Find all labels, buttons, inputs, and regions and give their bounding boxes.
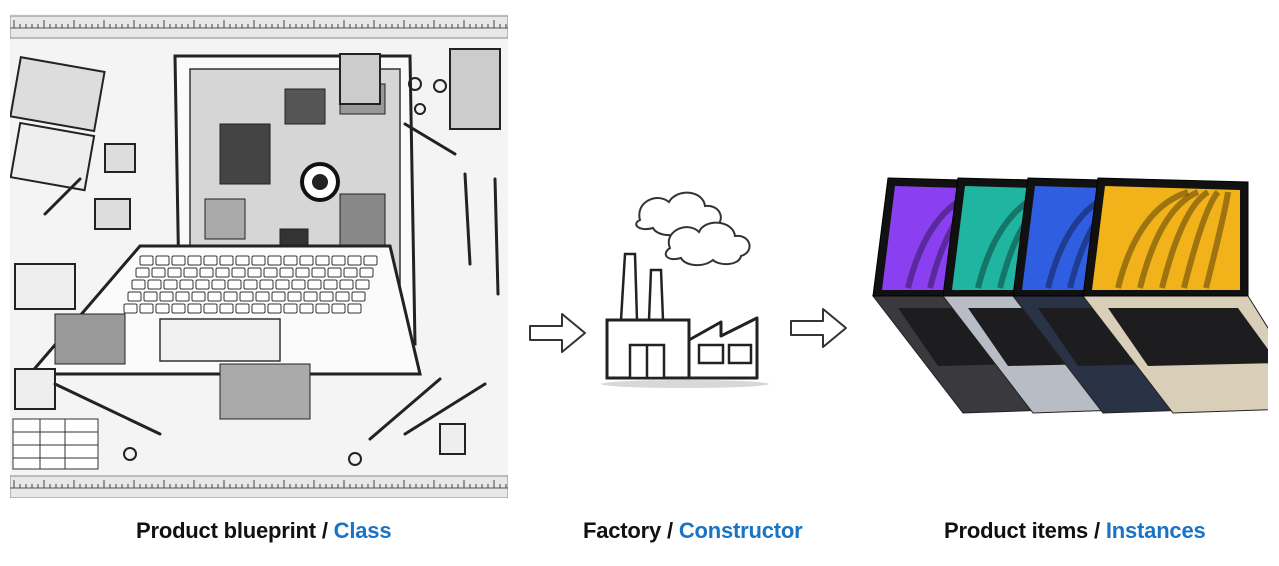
caption-constructor-highlight: Constructor (678, 518, 803, 543)
laptop-instances-image (868, 168, 1279, 430)
caption-instances: Product items / Instances (944, 518, 1206, 544)
caption-class: Product blueprint / Class (136, 518, 392, 544)
factory-image (595, 180, 775, 390)
caption-class-prefix: Product blueprint / (136, 518, 334, 543)
caption-instances-highlight: Instances (1105, 518, 1206, 543)
caption-constructor: Factory / Constructor (583, 518, 803, 544)
caption-constructor-prefix: Factory / (583, 518, 679, 543)
caption-class-highlight: Class (333, 518, 392, 543)
right-arrow-icon (528, 310, 588, 356)
laptop-instance (1081, 177, 1279, 414)
laptop-blueprint-image (9, 14, 509, 499)
caption-instances-prefix: Product items / (944, 518, 1106, 543)
right-arrow-icon (789, 305, 849, 351)
